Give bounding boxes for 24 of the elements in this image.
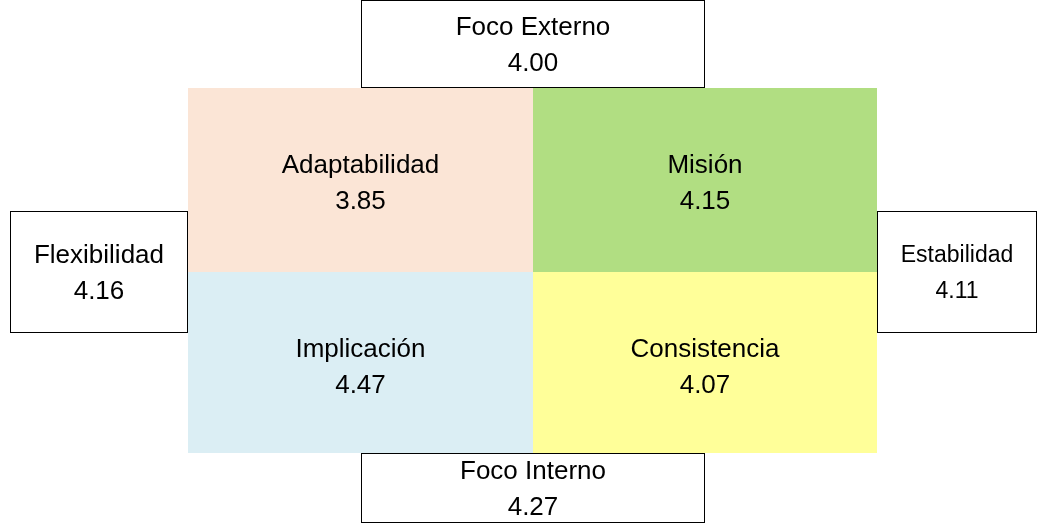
- dimension-name: Adaptabilidad: [281, 148, 440, 181]
- label-box: [361, 0, 705, 88]
- dimension-name: Estabilidad: [900, 240, 1014, 269]
- dimension-name: Misión: [667, 148, 743, 181]
- score-value: 4.16: [73, 274, 125, 307]
- quadrant-panel: [188, 88, 533, 272]
- score-value: 4.07: [679, 368, 731, 401]
- dimension-name: Foco Interno: [460, 454, 606, 487]
- score-value: 3.85: [335, 184, 386, 217]
- label-box: [361, 453, 705, 523]
- score-value: 4.00: [507, 46, 559, 79]
- dimension-name: Consistencia: [630, 332, 780, 365]
- score-value: 4.27: [507, 490, 559, 523]
- dimension-name: Implicación: [295, 332, 426, 365]
- score-value: 4.11: [935, 276, 979, 305]
- dimension-name: Foco Externo: [455, 10, 611, 43]
- label-box: [10, 211, 188, 333]
- label-box: [877, 211, 1037, 333]
- quadrant-panel: [533, 272, 877, 453]
- score-value: 4.15: [679, 184, 731, 217]
- quadrant-panel: [533, 88, 877, 272]
- score-value: 4.47: [335, 368, 386, 401]
- dimension-name: Flexibilidad: [33, 238, 165, 271]
- quadrant-panel: [188, 272, 533, 453]
